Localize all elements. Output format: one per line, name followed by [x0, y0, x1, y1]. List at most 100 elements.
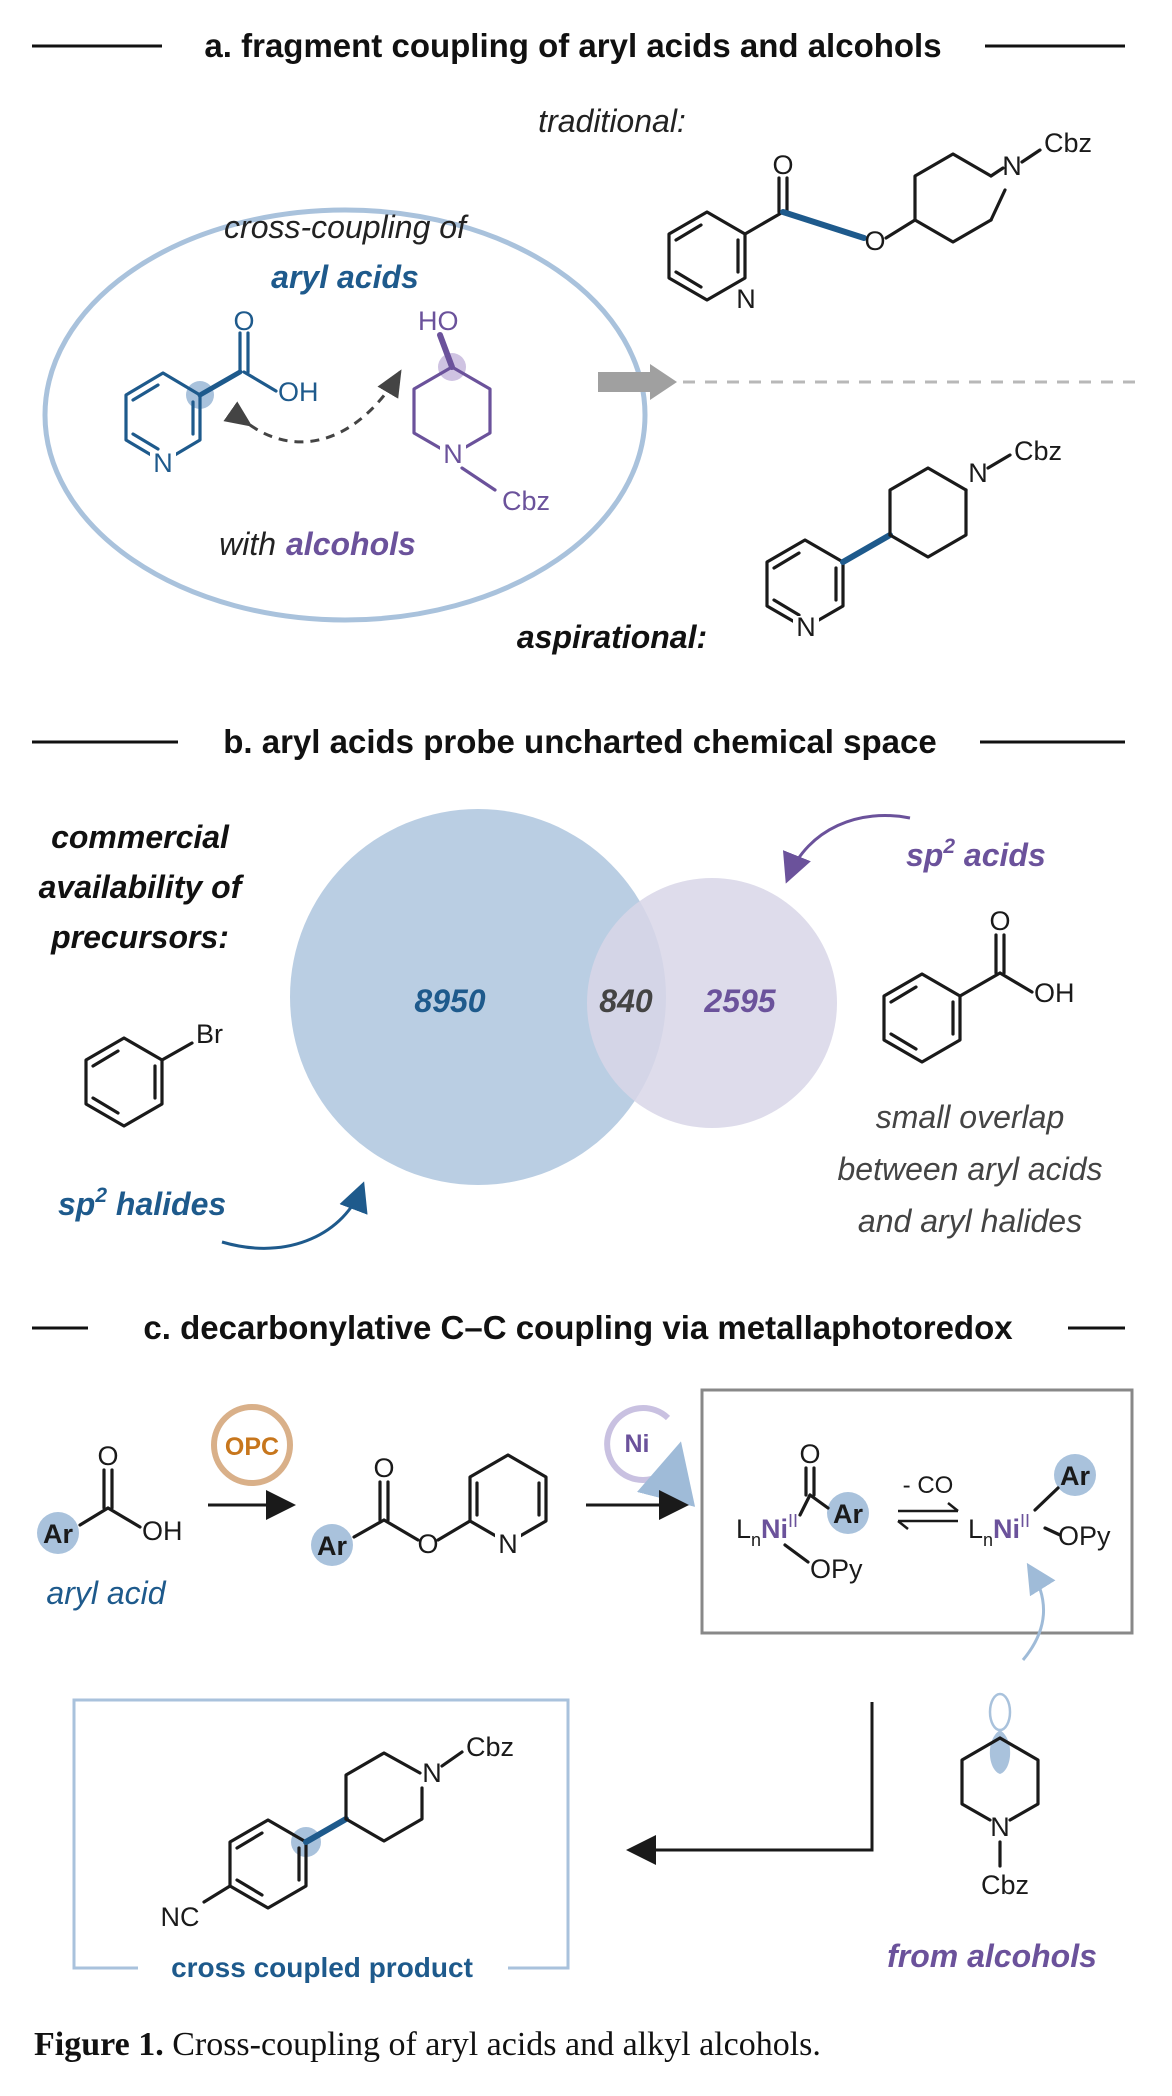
- traditional-label: traditional:: [538, 103, 686, 139]
- aryl-acid-molecule: Ar O OH: [37, 1441, 183, 1554]
- atom-O: O: [799, 1439, 820, 1469]
- atom-Cbz: Cbz: [1044, 128, 1092, 158]
- availability-line-1: commercial: [51, 819, 230, 855]
- atom-OH: OH: [142, 1516, 183, 1546]
- ar-label: Ar: [317, 1531, 347, 1561]
- aspirational-label: aspirational:: [517, 619, 707, 655]
- process-arrow-head: [650, 364, 677, 400]
- availability-line-2: availability of: [39, 869, 245, 905]
- atom-Cbz: Cbz: [981, 1870, 1029, 1900]
- atom-Cbz: Cbz: [502, 486, 550, 516]
- cc-product-molecule: N N Cbz: [765, 436, 1062, 642]
- product-box: [72, 1698, 570, 1970]
- cross-coupled-product-label: cross coupled product: [171, 1952, 473, 1983]
- aryl-acids-text: aryl acids: [271, 259, 419, 295]
- forward-arrow-barb: [947, 1502, 959, 1512]
- panel-a-header: a. fragment coupling of aryl acids and a…: [204, 27, 941, 64]
- venn-overlap: 840: [599, 983, 653, 1019]
- nicotinic-acid-molecule: N O OH: [124, 306, 319, 478]
- ar-label: Ar: [833, 1499, 863, 1529]
- halides-text: halides: [107, 1186, 226, 1222]
- atom-OH: OH: [1034, 978, 1075, 1008]
- ar-label: Ar: [1060, 1461, 1090, 1491]
- panel-b: b. aryl acids probe uncharted chemical s…: [32, 723, 1125, 1250]
- p-orbital-top: [988, 1692, 1012, 1732]
- availability-label: commercial availability of precursors:: [39, 819, 245, 955]
- hydroxypiperidine-molecule: HO N Cbz: [412, 306, 550, 516]
- opy-label: OPy: [1058, 1521, 1111, 1551]
- venn-acids-circle: [587, 878, 837, 1128]
- aryl-nickel-complex: LnNiII Ar OPy: [968, 1454, 1111, 1551]
- atom-O: O: [772, 150, 793, 180]
- ar-label: Ar: [43, 1519, 73, 1549]
- atom-N: N: [990, 1812, 1010, 1842]
- mechanism-box: [700, 1388, 1134, 1635]
- panel-a: a. fragment coupling of aryl acids and a…: [32, 27, 1135, 655]
- caption-label: Figure 1.: [34, 2026, 164, 2063]
- atom-O: O: [233, 306, 254, 336]
- figure-caption: Figure 1. Cross-coupling of aryl acids a…: [34, 2026, 821, 2063]
- coupling-dashed-arrow: [223, 369, 402, 444]
- ar-highlight: [827, 1492, 869, 1534]
- ni-ring: [604, 1405, 695, 1508]
- coupling-ellipse: [42, 207, 648, 623]
- ni-label: Ni: [625, 1430, 650, 1458]
- venn-halides-only: 8950: [414, 983, 485, 1019]
- svg-text:sp2 halides: sp2 halides: [58, 1184, 226, 1222]
- atom-O: O: [97, 1441, 118, 1471]
- alcohols-text: alcohols: [286, 526, 416, 562]
- lnni-label: LnNiII: [736, 1511, 798, 1550]
- bromobenzene-molecule: Br: [84, 1019, 223, 1128]
- caption-text: Cross-coupling of aryl acids and alkyl a…: [164, 2026, 821, 2063]
- cross-coupling-of-text: cross-coupling of: [224, 209, 469, 245]
- availability-line-3: precursors:: [50, 919, 229, 955]
- atom-Br: Br: [196, 1019, 223, 1049]
- panel-b-header: b. aryl acids probe uncharted chemical s…: [223, 723, 936, 760]
- svg-text:sp2 acids: sp2 acids: [906, 835, 1046, 873]
- overlap-note: small overlap between aryl acids and ary…: [837, 1099, 1102, 1239]
- with-alcohols-line: with alcohols: [219, 526, 416, 562]
- panel-c-header: c. decarbonylative C–C coupling via meta…: [143, 1309, 1013, 1346]
- atom-N: N: [736, 284, 756, 314]
- atom-N: N: [968, 458, 988, 488]
- atom-N: N: [443, 439, 463, 469]
- opy-label: OPy: [810, 1554, 863, 1584]
- sp-text: sp: [906, 837, 943, 873]
- ar-highlight: [37, 1512, 79, 1554]
- note-line-1: small overlap: [876, 1099, 1065, 1135]
- atom-N: N: [796, 612, 816, 642]
- sp2-halides-label: sp2 halides: [58, 1184, 226, 1222]
- atom-N: N: [153, 448, 173, 478]
- atom-O: O: [373, 1453, 394, 1483]
- venn-acids-only: 2595: [703, 983, 776, 1019]
- panel-c: c. decarbonylative C–C coupling via meta…: [32, 1309, 1134, 1983]
- atom-N: N: [498, 1529, 518, 1559]
- atom-OH: OH: [278, 377, 319, 407]
- ester-product-molecule: N O O N Cbz: [667, 128, 1092, 314]
- ar-highlight: [311, 1524, 353, 1566]
- with-text: with: [219, 526, 276, 562]
- atom-Cbz: Cbz: [1014, 436, 1062, 466]
- atom-O: O: [989, 906, 1010, 936]
- aryl-acid-label: aryl acid: [46, 1575, 166, 1611]
- acids-text: acids: [955, 837, 1046, 873]
- sp-text: sp: [58, 1186, 95, 1222]
- lnni-label: LnNiII: [968, 1511, 1030, 1550]
- acids-arrow: [783, 814, 911, 884]
- halides-arrow: [221, 1181, 368, 1250]
- atom-N: N: [1002, 151, 1022, 181]
- note-line-2: between aryl acids: [837, 1151, 1102, 1187]
- radical-addition-arrow: [1021, 1562, 1056, 1661]
- note-line-3: and aryl halides: [858, 1203, 1082, 1239]
- atom-N: N: [422, 1758, 442, 1788]
- opc-ring: [211, 1404, 293, 1486]
- atom-NC: NC: [161, 1902, 200, 1932]
- ar-highlight: [1054, 1454, 1096, 1496]
- minus-co-label: - CO: [903, 1472, 954, 1499]
- from-alcohols-label: from alcohols: [887, 1938, 1097, 1974]
- atom-O: O: [417, 1529, 438, 1559]
- activated-ester-molecule: Ar O O N: [311, 1453, 548, 1566]
- atom-O: O: [864, 226, 885, 256]
- sup-2: 2: [94, 1184, 107, 1207]
- piperidyl-radical-molecule: N Cbz: [960, 1692, 1040, 1900]
